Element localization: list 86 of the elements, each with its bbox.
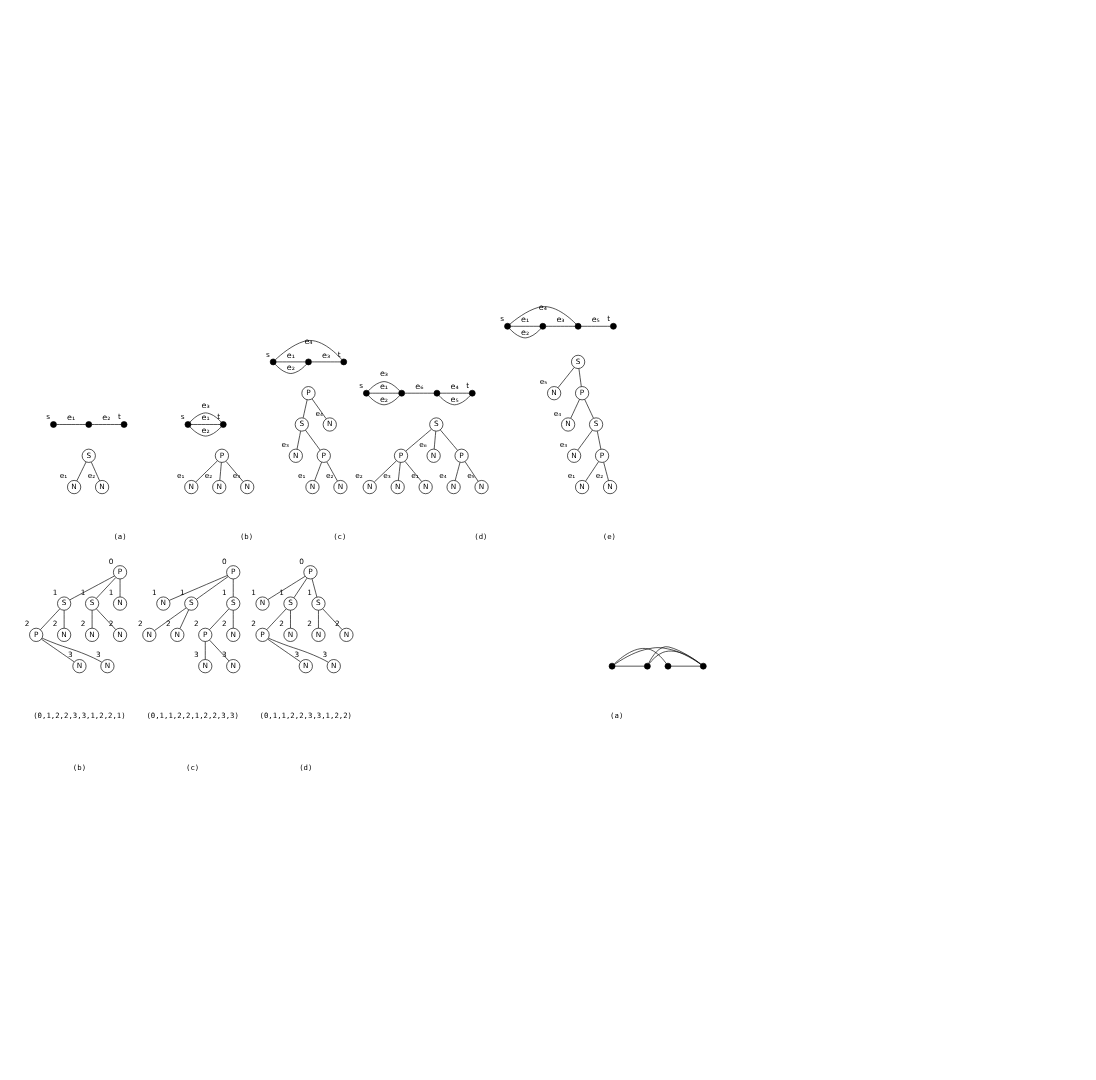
node-circle xyxy=(610,322,617,330)
node-circle xyxy=(468,389,476,397)
connector xyxy=(509,306,577,325)
connector xyxy=(670,665,701,667)
connector xyxy=(603,462,609,481)
connector xyxy=(648,650,702,665)
connector xyxy=(290,609,291,629)
node-circle xyxy=(504,322,511,330)
connector xyxy=(438,395,471,406)
connector xyxy=(56,424,87,425)
connector xyxy=(580,325,611,327)
connector xyxy=(267,576,306,600)
connector xyxy=(318,609,319,629)
connector xyxy=(648,646,701,665)
connector xyxy=(454,462,461,481)
connector xyxy=(510,325,541,327)
connector xyxy=(326,461,338,482)
node-circle xyxy=(363,389,370,397)
connector xyxy=(91,609,93,629)
connector xyxy=(91,461,100,482)
connector xyxy=(557,367,575,388)
node-circle xyxy=(184,421,192,428)
connector xyxy=(509,328,542,339)
connector xyxy=(374,460,397,483)
node-circle xyxy=(85,421,93,428)
connector xyxy=(322,608,343,630)
connector xyxy=(189,426,222,437)
node-circle xyxy=(664,662,672,670)
connector xyxy=(368,395,401,406)
connector xyxy=(398,462,401,481)
connector xyxy=(614,647,702,665)
connector xyxy=(267,638,301,663)
connector xyxy=(570,399,580,419)
connector xyxy=(404,392,435,394)
connector xyxy=(545,325,576,327)
connector xyxy=(578,368,582,387)
connector xyxy=(189,412,222,423)
connector xyxy=(209,639,230,662)
node-circle xyxy=(219,421,227,428)
node-circle xyxy=(305,358,312,366)
node-circle xyxy=(398,389,405,397)
connector xyxy=(613,648,667,665)
connector xyxy=(190,424,221,425)
connector xyxy=(268,637,329,663)
connector xyxy=(368,381,401,392)
node-circle xyxy=(269,358,277,366)
node-circle xyxy=(644,662,651,670)
connector xyxy=(69,575,115,601)
connector xyxy=(76,461,87,482)
node-circle xyxy=(539,322,547,330)
connector xyxy=(195,460,218,483)
connector xyxy=(96,608,117,630)
connector xyxy=(266,608,287,630)
connector xyxy=(439,392,470,394)
node-circle xyxy=(340,358,348,366)
connector xyxy=(63,609,65,629)
connector xyxy=(614,665,645,667)
connector xyxy=(40,608,61,630)
connector xyxy=(405,429,432,452)
connector xyxy=(369,392,399,394)
connector xyxy=(585,461,599,482)
connector xyxy=(274,363,307,374)
connector xyxy=(275,340,343,360)
connector xyxy=(433,430,437,450)
connector xyxy=(314,461,322,481)
node-circle xyxy=(608,662,616,670)
connector xyxy=(311,361,342,363)
connector xyxy=(275,361,306,363)
connector xyxy=(204,641,206,660)
connector xyxy=(196,576,229,600)
node-circle xyxy=(120,421,128,428)
connector xyxy=(219,462,222,481)
connector xyxy=(168,575,228,601)
connector xyxy=(41,638,75,663)
connector xyxy=(293,577,308,599)
connector xyxy=(41,637,103,663)
connector xyxy=(584,399,594,419)
connector xyxy=(440,429,458,451)
connector xyxy=(577,429,593,451)
node-circle xyxy=(699,662,707,670)
node-circle xyxy=(50,421,57,428)
connector xyxy=(302,399,308,419)
connector xyxy=(154,607,187,631)
node-circle xyxy=(574,322,582,330)
node-circle xyxy=(433,389,441,397)
connector xyxy=(91,424,122,425)
